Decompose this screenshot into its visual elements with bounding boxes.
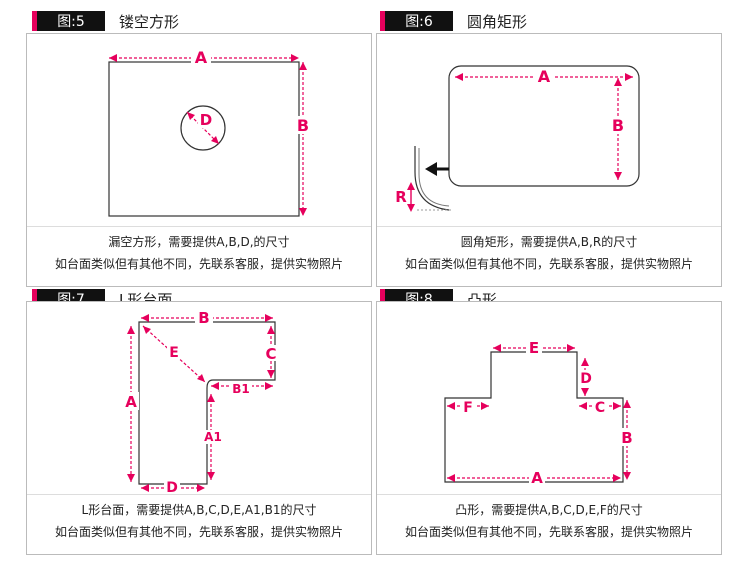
- caption-fig5: 漏空方形，需要提供A,B,D,的尺寸 如台面类似但有其他不同，先联系客服，提供实…: [27, 226, 371, 275]
- label-a1: A1: [204, 430, 222, 444]
- arrow-b-top: [614, 78, 622, 86]
- figure-tag-fig5: 图:5: [32, 11, 105, 31]
- label-r: R: [395, 188, 407, 206]
- panel-fig8: E D F C B A 凸形，需要提供A,B,C,D,E,F的尺寸 如台面类似但…: [376, 301, 722, 555]
- arrow-c-right: [613, 402, 621, 410]
- arrow-a-bottom: [127, 474, 135, 482]
- caption-line2-fig5: 如台面类似但有其他不同，先联系客服，提供实物照片: [54, 257, 343, 271]
- corner-radius-detail: [414, 146, 450, 211]
- caption-line1-fig5: 漏空方形，需要提供A,B,D,的尺寸: [108, 235, 290, 249]
- arrow-b-right: [265, 314, 273, 322]
- caption-fig6: 圆角矩形，需要提供A,B,R的尺寸 如台面类似但有其他不同，先联系客服，提供实物…: [377, 226, 721, 275]
- figure-tag-fig6: 图:6: [380, 11, 453, 31]
- arrow-b1-left: [211, 382, 219, 390]
- label-c: C: [265, 345, 276, 363]
- arrow-a-right: [291, 54, 299, 62]
- hole-circle: [180, 105, 226, 151]
- arrow-a-top: [127, 326, 135, 334]
- pointer-arrow-icon: [425, 162, 437, 176]
- arrow-c-top: [267, 326, 275, 334]
- arrow-d-b: [211, 136, 219, 144]
- arrow-c-bottom: [267, 370, 275, 378]
- diagram-fig8: E D F C B A: [444, 339, 635, 487]
- arrow-a1-bottom: [207, 472, 215, 480]
- arrow-b-top: [299, 62, 307, 70]
- arrow-d-a: [187, 112, 195, 120]
- label-d: D: [580, 371, 592, 387]
- label-f: F: [463, 400, 473, 416]
- corner-radius-detail-inner: [418, 148, 450, 207]
- header-fig6: 图:6 圆角矩形: [380, 10, 527, 32]
- arrow-r-top: [407, 182, 415, 190]
- panel-fig6: A B R 圆角矩形，需要提供A,B,R的尺寸 如台面类似但有其他不同，先联系客…: [376, 33, 722, 287]
- panel-fig5: A B D 漏空方形，需要提供A,B,D,的尺寸 如台面类似但有其他不同，先联系…: [26, 33, 372, 287]
- label-a: A: [531, 469, 543, 487]
- arrow-a-left: [109, 54, 117, 62]
- arrow-b-bottom: [299, 208, 307, 216]
- label-b: B: [621, 429, 632, 447]
- caption-line2-fig7: 如台面类似但有其他不同，先联系客服，提供实物照片: [54, 525, 343, 539]
- arrow-b-top: [623, 400, 631, 408]
- caption-fig7: L形台面，需要提供A,B,C,D,E,A1,B1的尺寸 如台面类似但有其他不同，…: [27, 494, 371, 543]
- caption-fig8: 凸形，需要提供A,B,C,D,E,F的尺寸 如台面类似但有其他不同，先联系客服，…: [377, 494, 721, 543]
- arrow-b-bottom: [623, 472, 631, 480]
- arrow-d-left: [141, 484, 149, 492]
- outline-shape: [448, 65, 640, 187]
- arrow-c-left: [579, 402, 587, 410]
- label-e: E: [169, 345, 179, 361]
- arrow-e-bottom: [197, 374, 205, 382]
- caption-line1-fig7: L形台面，需要提供A,B,C,D,E,A1,B1的尺寸: [81, 503, 317, 517]
- arrow-a-left: [455, 73, 463, 81]
- arrow-e-left: [493, 344, 501, 352]
- outline-shape: [138, 321, 276, 485]
- arrow-f-left: [447, 402, 455, 410]
- label-d: D: [166, 480, 178, 494]
- arrow-a1-top: [207, 394, 215, 402]
- label-a: A: [125, 393, 137, 411]
- arrow-r-bottom: [407, 204, 415, 212]
- caption-line1-fig8: 凸形，需要提供A,B,C,D,E,F的尺寸: [455, 503, 643, 517]
- label-a: A: [195, 48, 208, 67]
- arrow-a-right: [625, 73, 633, 81]
- caption-line1-fig6: 圆角矩形，需要提供A,B,R的尺寸: [460, 235, 638, 249]
- arrow-b1-right: [265, 382, 273, 390]
- caption-line2-fig8: 如台面类似但有其他不同，先联系客服，提供实物照片: [404, 525, 693, 539]
- label-e: E: [529, 339, 539, 357]
- arrow-f-right: [481, 402, 489, 410]
- diagram-fig5: A B D: [108, 48, 311, 217]
- label-b: B: [297, 116, 309, 135]
- outline-shape: [108, 61, 300, 217]
- header-fig5: 图:5 镂空方形: [32, 10, 179, 32]
- label-d: D: [200, 111, 212, 129]
- figure-title-fig5: 镂空方形: [119, 12, 180, 31]
- label-b1: B1: [232, 382, 250, 396]
- arrow-a-right: [613, 474, 621, 482]
- arrow-d-right: [197, 484, 205, 492]
- arrow-d-top: [581, 358, 589, 366]
- figure-title-fig6: 圆角矩形: [467, 12, 528, 31]
- arrow-b-left: [141, 314, 149, 322]
- label-b: B: [198, 309, 209, 327]
- arrow-e-top: [143, 326, 151, 334]
- arrow-b-bottom: [614, 172, 622, 180]
- diagram-fig7: B C A E B1 A1 D: [124, 309, 279, 494]
- panel-fig7: B C A E B1 A1 D: [26, 301, 372, 555]
- arrow-e-right: [567, 344, 575, 352]
- label-b: B: [612, 116, 624, 135]
- label-c: C: [595, 400, 605, 416]
- arrow-a-left: [447, 474, 455, 482]
- outline-shape: [444, 351, 624, 483]
- diagram-fig6: A B R: [395, 65, 640, 212]
- arrow-d-bottom: [581, 388, 589, 396]
- label-a: A: [538, 67, 551, 86]
- caption-line2-fig6: 如台面类似但有其他不同，先联系客服，提供实物照片: [404, 257, 693, 271]
